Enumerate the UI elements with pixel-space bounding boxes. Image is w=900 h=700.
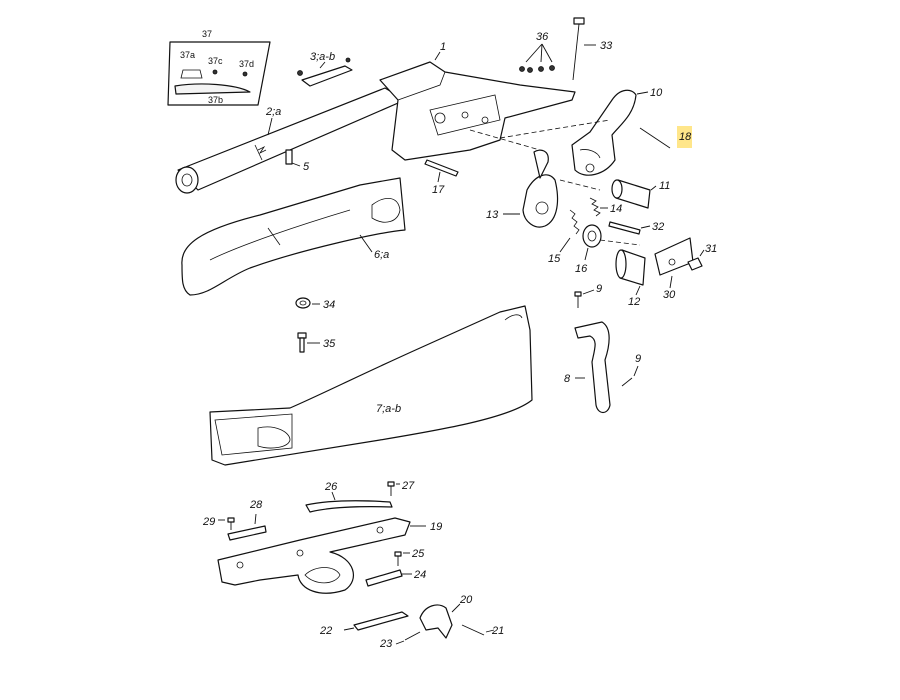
label-34: 34 (323, 299, 335, 311)
label-33: 33 (600, 40, 613, 52)
part-29-screw: 29 (202, 516, 235, 530)
part-37-sight-kit-inset: 37 37a 37c 37d 37b (167, 29, 271, 106)
part-21-pin: 21 (461, 624, 504, 637)
label-19: 19 (430, 521, 442, 533)
part-27-screw: 27 (387, 480, 415, 496)
part-26-spring: 26 (305, 481, 393, 513)
label-36: 36 (536, 31, 549, 43)
part-5-barrel-band: 5 (285, 149, 310, 173)
label-26: 26 (324, 481, 338, 493)
part-25-screw: 25 (394, 548, 425, 566)
part-34-washer: 34 (295, 297, 335, 311)
label-37d: 37d (239, 59, 254, 69)
part-19-trigger-guard: 19 (217, 517, 442, 594)
part-16-ring: 16 (575, 224, 602, 275)
label-17: 17 (432, 184, 445, 196)
part-13-lever: 13 (486, 149, 559, 228)
label-37b: 37b (208, 95, 223, 105)
label-18: 18 (679, 131, 692, 143)
label-11: 11 (659, 180, 670, 192)
label-9b: 9 (635, 353, 641, 365)
label-21: 21 (491, 625, 504, 637)
label-9a: 9 (596, 283, 602, 295)
label-7ab: 7;a-b (376, 403, 401, 415)
label-27: 27 (401, 480, 415, 492)
label-37a: 37a (180, 50, 195, 60)
assembly-guide-lines (469, 119, 641, 246)
label-31: 31 (705, 243, 717, 255)
label-30: 30 (663, 289, 676, 301)
label-6a: 6;a (374, 249, 389, 261)
part-9-screw-lower: 9 (621, 353, 641, 387)
label-37c: 37c (208, 56, 223, 66)
part-30-plate: 30 (654, 237, 694, 301)
part-22-spring: 22 (319, 611, 409, 637)
part-28-plate: 28 (227, 499, 267, 541)
part-17-pin: 17 (424, 159, 459, 196)
label-8: 8 (564, 373, 571, 385)
part-31-nut: 31 (687, 243, 717, 271)
part-14-spring: 14 (589, 197, 622, 217)
part-24-plate: 24 (365, 569, 426, 587)
label-20: 20 (459, 594, 473, 606)
label-5: 5 (303, 161, 310, 173)
part-3-rear-sight: 3;a-b (297, 51, 353, 87)
label-14: 14 (610, 203, 622, 215)
part-1-receiver: 1 (379, 41, 576, 161)
label-23: 23 (379, 638, 393, 650)
label-32: 32 (652, 221, 664, 233)
label-24: 24 (413, 569, 426, 581)
label-22: 22 (319, 625, 332, 637)
label-25: 25 (411, 548, 425, 560)
part-9-screw-upper: 9 (574, 283, 602, 308)
label-29: 29 (202, 516, 215, 528)
part-7-buttstock: 7;a-b (209, 305, 533, 466)
label-2a: 2;a (265, 106, 281, 118)
part-20-trigger: 20 (419, 594, 473, 639)
label-1: 1 (440, 41, 446, 53)
part-10-hammer: 10 (571, 87, 663, 176)
part-36-screws: 36 (519, 31, 555, 73)
part-18-pin: 18 (639, 126, 692, 149)
label-28: 28 (249, 499, 263, 511)
part-6-forend: 6;a (181, 177, 406, 296)
label-3ab: 3;a-b (310, 51, 335, 63)
label-10: 10 (650, 87, 663, 99)
part-32-pin: 32 (608, 221, 664, 235)
part-23-pin: 23 (379, 631, 421, 650)
part-35-screw: 35 (297, 332, 336, 353)
label-12: 12 (628, 296, 640, 308)
label-13: 13 (486, 209, 499, 221)
part-33-bolt: 33 (572, 17, 613, 81)
label-16: 16 (575, 263, 588, 275)
part-12-cylinder: 12 (615, 249, 646, 308)
label-35: 35 (323, 338, 336, 350)
label-15: 15 (548, 253, 561, 265)
part-11-cylinder: 11 (611, 179, 670, 209)
part-8-mainspring: 8 (564, 321, 611, 414)
label-37: 37 (202, 29, 212, 39)
label-18-highlight (677, 126, 692, 148)
part-15-spring: 15 (548, 209, 580, 265)
